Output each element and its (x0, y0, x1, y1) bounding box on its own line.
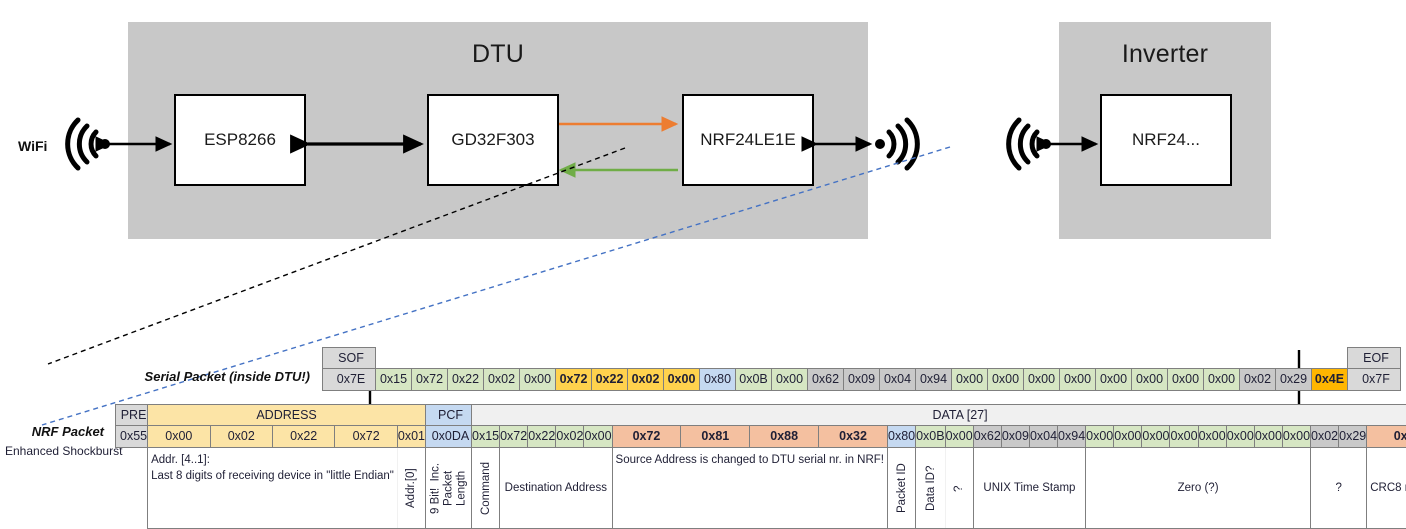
nrf-pcf-header: PCF (426, 405, 472, 426)
serial-packet-row-label: Serial Packet (inside DTU!) (0, 369, 310, 384)
nrf-byte-20: 0x00 (1198, 426, 1226, 448)
desc-pre-empty (116, 448, 148, 529)
desc-packet-id: Packet ID (888, 448, 916, 529)
serial-spacer (376, 348, 1348, 369)
nrf-packet-row-label: NRF Packet (0, 424, 104, 439)
serial-byte-24: 0x02 (1240, 369, 1276, 391)
desc-command: Command (472, 448, 500, 529)
nrf-byte-15: 0x94 (1058, 426, 1086, 448)
serial-sof-header: SOF (323, 348, 376, 369)
serial-byte-25: 0x29 (1276, 369, 1312, 391)
nrf-byte-3: 0x02 (556, 426, 584, 448)
nrf-byte-6: 0x81 (681, 426, 750, 448)
nrf-pre-header: PRE (116, 405, 148, 426)
desc-crc8: CRC8 recalc. ! (1367, 448, 1406, 529)
desc-source: Source Address is changed to DTU serial … (612, 448, 887, 529)
nrf-byte-18: 0x00 (1142, 426, 1170, 448)
nrf-address-byte-4: 0x01 (397, 426, 425, 448)
serial-byte-10: 0x0B (736, 369, 772, 391)
enhanced-shockburst-label: Enhanced Shockburst (5, 444, 125, 458)
nrf-byte-7: 0x88 (750, 426, 819, 448)
nrf-byte-9: 0x80 (888, 426, 916, 448)
nrf-byte-2: 0x22 (528, 426, 556, 448)
serial-byte-7: 0x02 (628, 369, 664, 391)
desc-zero: Zero (?) (1086, 448, 1311, 529)
nrf-byte-1: 0x72 (500, 426, 528, 448)
nrf-address-byte-2: 0x22 (272, 426, 334, 448)
serial-byte-6: 0x22 (592, 369, 628, 391)
nrf-byte-12: 0x62 (973, 426, 1001, 448)
serial-byte-18: 0x00 (1024, 369, 1060, 391)
serial-byte-13: 0x09 (844, 369, 880, 391)
serial-byte-1: 0x72 (412, 369, 448, 391)
serial-byte-21: 0x00 (1132, 369, 1168, 391)
desc-unix: UNIX Time Stamp (973, 448, 1085, 529)
desc-q2: ? (1311, 448, 1367, 529)
desc-address: Addr. [4..1]:Last 8 digits of receiving … (148, 448, 398, 529)
nrf-address-header: ADDRESS (148, 405, 426, 426)
nrf-address-byte-3: 0x72 (335, 426, 397, 448)
dtu-radio-antenna-icon (875, 120, 917, 168)
desc-addr0: Addr.[0] (397, 448, 425, 529)
nrf-byte-23: 0x00 (1282, 426, 1310, 448)
serial-eof-value: 0x7F (1348, 369, 1401, 391)
leader-serial-packet (48, 148, 625, 364)
nrf-byte-4: 0x00 (584, 426, 612, 448)
serial-byte-23: 0x00 (1204, 369, 1240, 391)
nrf-byte-14: 0x04 (1029, 426, 1057, 448)
serial-byte-20: 0x00 (1096, 369, 1132, 391)
serial-byte-26: 0x4E (1312, 369, 1348, 391)
serial-byte-2: 0x22 (448, 369, 484, 391)
inverter-radio-antenna-icon (1009, 120, 1051, 168)
serial-byte-3: 0x02 (484, 369, 520, 391)
serial-byte-5: 0x72 (556, 369, 592, 391)
nrf-pre-value: 0x55 (116, 426, 148, 448)
serial-byte-8: 0x00 (664, 369, 700, 391)
nrf-byte-17: 0x00 (1114, 426, 1142, 448)
serial-byte-19: 0x00 (1060, 369, 1096, 391)
nrf-byte-26: 0x55 (1367, 426, 1406, 448)
serial-byte-14: 0x04 (880, 369, 916, 391)
desc-data-id: Data ID? (916, 448, 946, 529)
nrf-byte-24: 0x02 (1311, 426, 1339, 448)
nrf-byte-19: 0x00 (1170, 426, 1198, 448)
desc-destination: Destination Address (500, 448, 612, 529)
nrf-byte-5: 0x72 (612, 426, 681, 448)
nrf-address-byte-1: 0x02 (210, 426, 272, 448)
nrf-byte-25: 0x29 (1339, 426, 1367, 448)
nrf-byte-0: 0x15 (472, 426, 500, 448)
serial-sof-value: 0x7E (323, 369, 376, 391)
serial-byte-0: 0x15 (376, 369, 412, 391)
nrf-byte-13: 0x09 (1001, 426, 1029, 448)
nrf-byte-22: 0x00 (1254, 426, 1282, 448)
serial-byte-16: 0x00 (952, 369, 988, 391)
serial-byte-9: 0x80 (700, 369, 736, 391)
nrf-byte-8: 0x32 (819, 426, 888, 448)
nrf-address-byte-0: 0x00 (148, 426, 210, 448)
serial-eof-header: EOF (1348, 348, 1401, 369)
wifi-antenna-icon (68, 120, 110, 168)
serial-byte-17: 0x00 (988, 369, 1024, 391)
desc-q1: ? (945, 448, 973, 529)
serial-byte-15: 0x94 (916, 369, 952, 391)
nrf-byte-10: 0x0B (916, 426, 946, 448)
serial-byte-12: 0x62 (808, 369, 844, 391)
nrf-byte-11: 0x00 (945, 426, 973, 448)
serial-byte-22: 0x00 (1168, 369, 1204, 391)
serial-byte-4: 0x00 (520, 369, 556, 391)
nrf-description-row: Addr. [4..1]:Last 8 digits of receiving … (116, 448, 1406, 529)
nrf-data-header: DATA [27] (472, 405, 1406, 426)
nrf-pcf-value: 0x0DA (426, 426, 472, 448)
serial-byte-11: 0x00 (772, 369, 808, 391)
nrf-byte-16: 0x00 (1086, 426, 1114, 448)
nrf-byte-21: 0x00 (1226, 426, 1254, 448)
